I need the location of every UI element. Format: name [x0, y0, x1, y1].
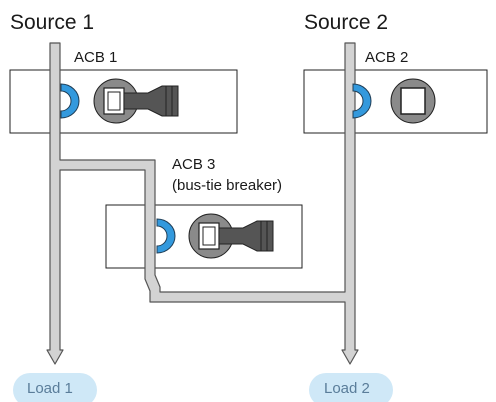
acb2-contact [352, 83, 372, 119]
acb3-handle-icon [188, 213, 274, 259]
acb1-label: ACB 1 [74, 49, 117, 66]
acb2-label: ACB 2 [365, 49, 408, 66]
busbars [46, 42, 359, 365]
bus-source1 [46, 42, 359, 365]
acb3-contact [156, 218, 176, 254]
acb2-handle-icon [390, 78, 436, 124]
load1-label: Load 1 [27, 380, 73, 397]
acb1-contact [60, 83, 80, 119]
source2-label: Source 2 [304, 11, 388, 34]
load2-bubble [309, 373, 393, 402]
source1-label: Source 1 [10, 11, 94, 34]
load1-bubble [13, 373, 97, 402]
acb3-label: ACB 3 [172, 156, 215, 173]
contacts [60, 83, 372, 254]
acb3-sublabel: (bus-tie breaker) [172, 177, 282, 194]
acb1-handle-icon [93, 78, 179, 124]
load2-label: Load 2 [324, 380, 370, 397]
